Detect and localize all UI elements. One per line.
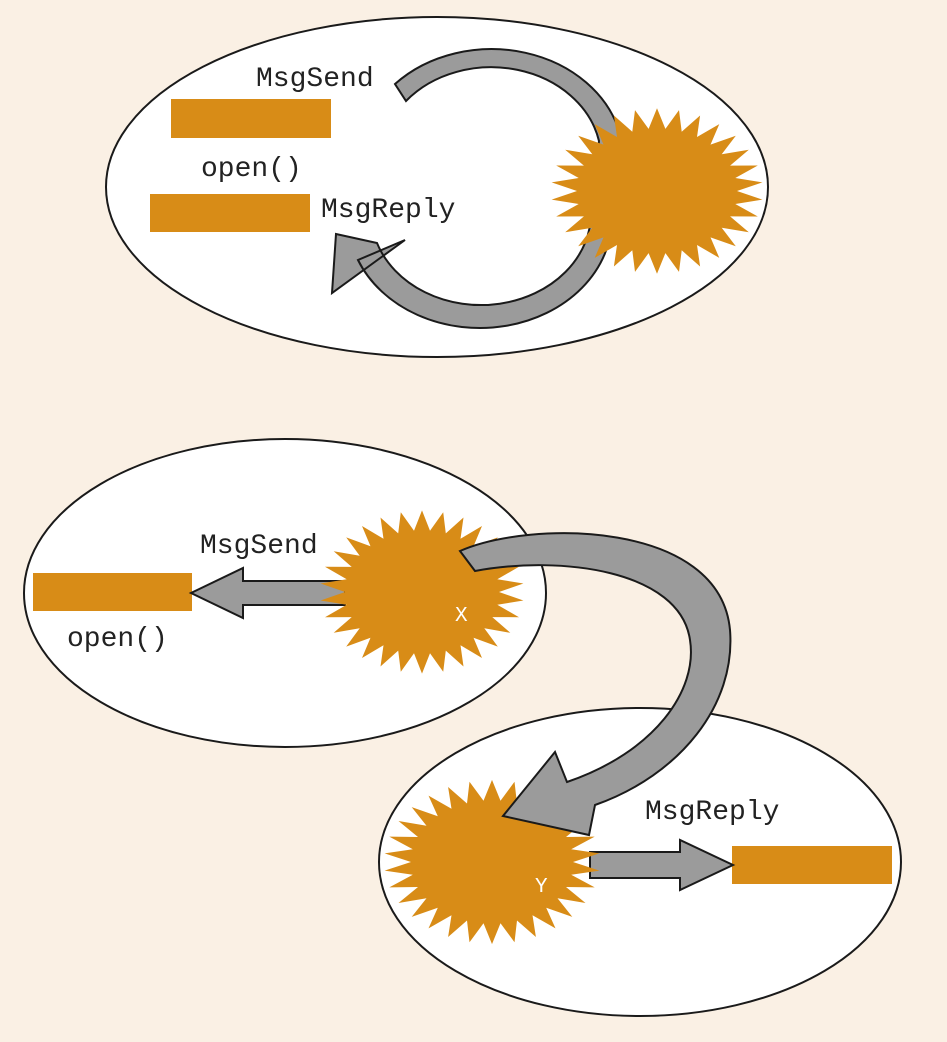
thread-x-label: X	[455, 605, 468, 628]
loop-arrow	[330, 48, 622, 329]
thread-y-label: Y	[535, 876, 548, 899]
client-call-arrow	[188, 566, 346, 620]
client-code-block	[33, 573, 192, 611]
server-reply-arrow	[589, 838, 736, 892]
code-block-msgsend	[171, 99, 331, 138]
client-process-group: MsgSend open() X	[23, 438, 547, 748]
client-msgsend-label: MsgSend	[200, 531, 318, 562]
code-block-msgreply	[150, 194, 310, 232]
open-label: open()	[201, 154, 302, 185]
msgsend-label: MsgSend	[256, 64, 374, 95]
client-open-label: open()	[67, 624, 168, 655]
server-msgreply-label: MsgReply	[645, 797, 779, 828]
inter-process-arrow	[458, 532, 732, 837]
single-process-group: MsgSend open() MsgReply	[105, 16, 769, 358]
server-code-block	[732, 846, 892, 884]
msgreply-label: MsgReply	[321, 195, 455, 226]
thread-star-icon	[551, 108, 763, 274]
